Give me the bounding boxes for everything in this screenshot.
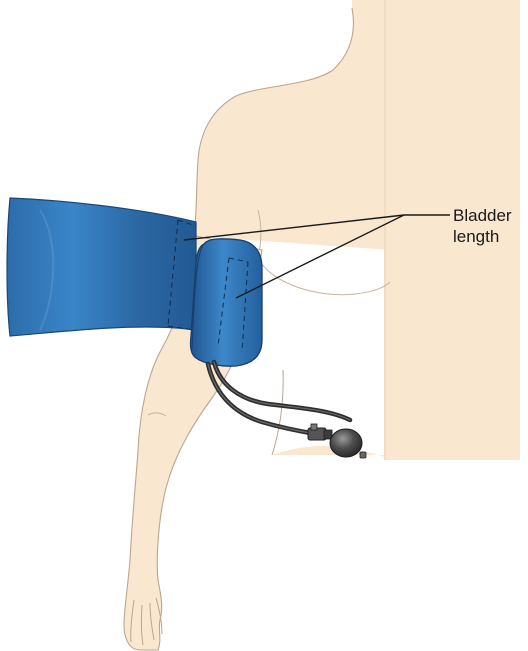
bladder-length-label: Bladder length bbox=[453, 205, 512, 247]
tubing bbox=[208, 362, 350, 434]
callout-line-1: Bladder bbox=[453, 205, 512, 226]
cuff-band bbox=[7, 198, 196, 336]
cuff-wrap bbox=[191, 239, 262, 366]
callout-line-2: length bbox=[453, 226, 512, 247]
